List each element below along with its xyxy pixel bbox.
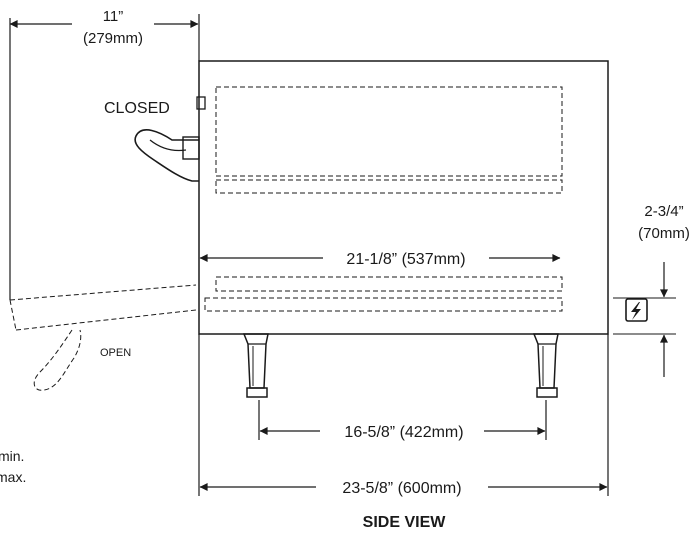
leg-span-label: 16-5/8” (422mm) [344, 424, 463, 441]
note-min: min. [0, 448, 24, 464]
handle-mount [182, 136, 200, 160]
leg-span-dimension [258, 400, 547, 440]
interior-width-label: 21-1/8” (537mm) [346, 251, 465, 268]
leg-left [242, 333, 269, 398]
closed-label: CLOSED [104, 100, 170, 117]
upper-chamber-outline [215, 86, 563, 177]
clearance-mm: (70mm) [638, 225, 690, 242]
top-width-dimension [9, 10, 199, 52]
door-open-outline [9, 284, 197, 331]
clearance-inches: 2-3/4” [644, 203, 683, 220]
overall-width-dimension [198, 334, 609, 496]
door-handle-open [33, 329, 82, 391]
lower-chamber-outline [204, 297, 563, 312]
top-width-mm: (279mm) [83, 30, 143, 47]
rack-upper-outline [215, 179, 563, 194]
door-handle-inner [149, 139, 187, 152]
leg-right [532, 333, 559, 398]
closed-marker [196, 96, 206, 110]
note-max: max. [0, 469, 26, 485]
rack-lower-outline [215, 276, 563, 292]
door-handle-closed [134, 129, 199, 182]
overall-width-label: 23-5/8” (600mm) [342, 480, 461, 497]
lightning-bolt-icon [625, 298, 648, 322]
open-label: OPEN [100, 347, 131, 359]
top-width-inches: 11” [103, 8, 124, 25]
view-title: SIDE VIEW [363, 514, 447, 531]
cabinet-body [198, 60, 609, 335]
